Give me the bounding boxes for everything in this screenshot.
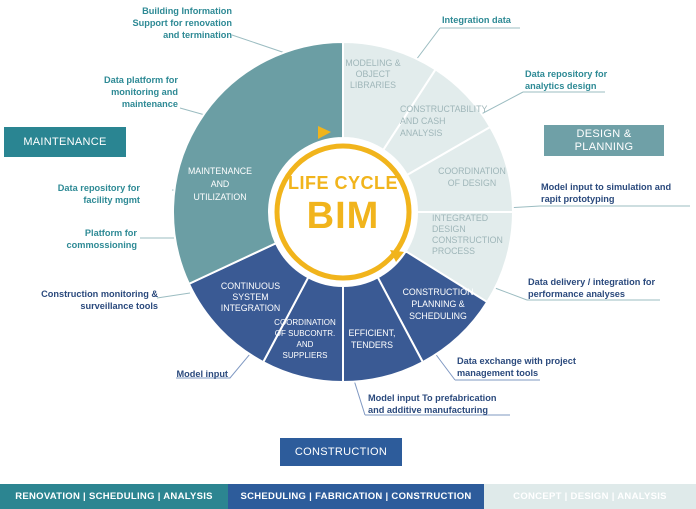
center-bim: BIM <box>306 195 380 237</box>
ring-arrow-icon <box>390 250 404 262</box>
callout-data-delivery: Data delivery / integration for performa… <box>528 277 656 299</box>
leader-line <box>156 292 191 299</box>
callout-model-input-simulation: Model input to simulation and rapit prot… <box>541 182 672 204</box>
center-circle <box>269 138 417 286</box>
callout-building-info: Building Information Support for renovat… <box>132 6 232 40</box>
ring-arrow-icon <box>318 126 331 139</box>
center-title: LIFE CYCLE <box>287 173 398 193</box>
callout-data-repository-analytics: Data repository for analytics design <box>525 69 608 91</box>
callout-data-exchange: Data exchange with project management to… <box>457 356 576 378</box>
callout-data-platform: Data platform for monitoring and mainten… <box>103 75 178 109</box>
leader-line <box>494 287 528 301</box>
section-maintenance: MAINTENANCE <box>4 127 126 157</box>
callout-data-repository-facility: Data repository for facility mgmt <box>57 183 140 205</box>
gold-ring <box>274 143 412 281</box>
section-construction: CONSTRUCTION <box>280 438 402 466</box>
section-design-planning: DESIGN & PLANNING <box>544 125 664 156</box>
wedge-label-efficient: EFFICIENT,TENDERS <box>348 328 396 350</box>
footer-right: CONCEPT | DESIGN | ANALYSIS <box>484 484 696 509</box>
callout-integration-data: Integration data <box>442 15 511 25</box>
callout-platform-commissioning: Platform for commossioning <box>66 228 137 250</box>
callout-model-input: Model input <box>176 369 228 379</box>
footer-left: RENOVATION | SCHEDULING | ANALYSIS <box>0 484 228 509</box>
callout-construction-monitoring: Construction monitoring & surveillance t… <box>41 289 158 311</box>
callout-model-input-prefab: Model input To prefabrication and additi… <box>368 393 497 415</box>
footer-middle: SCHEDULING | FABRICATION | CONSTRUCTION <box>228 484 484 509</box>
